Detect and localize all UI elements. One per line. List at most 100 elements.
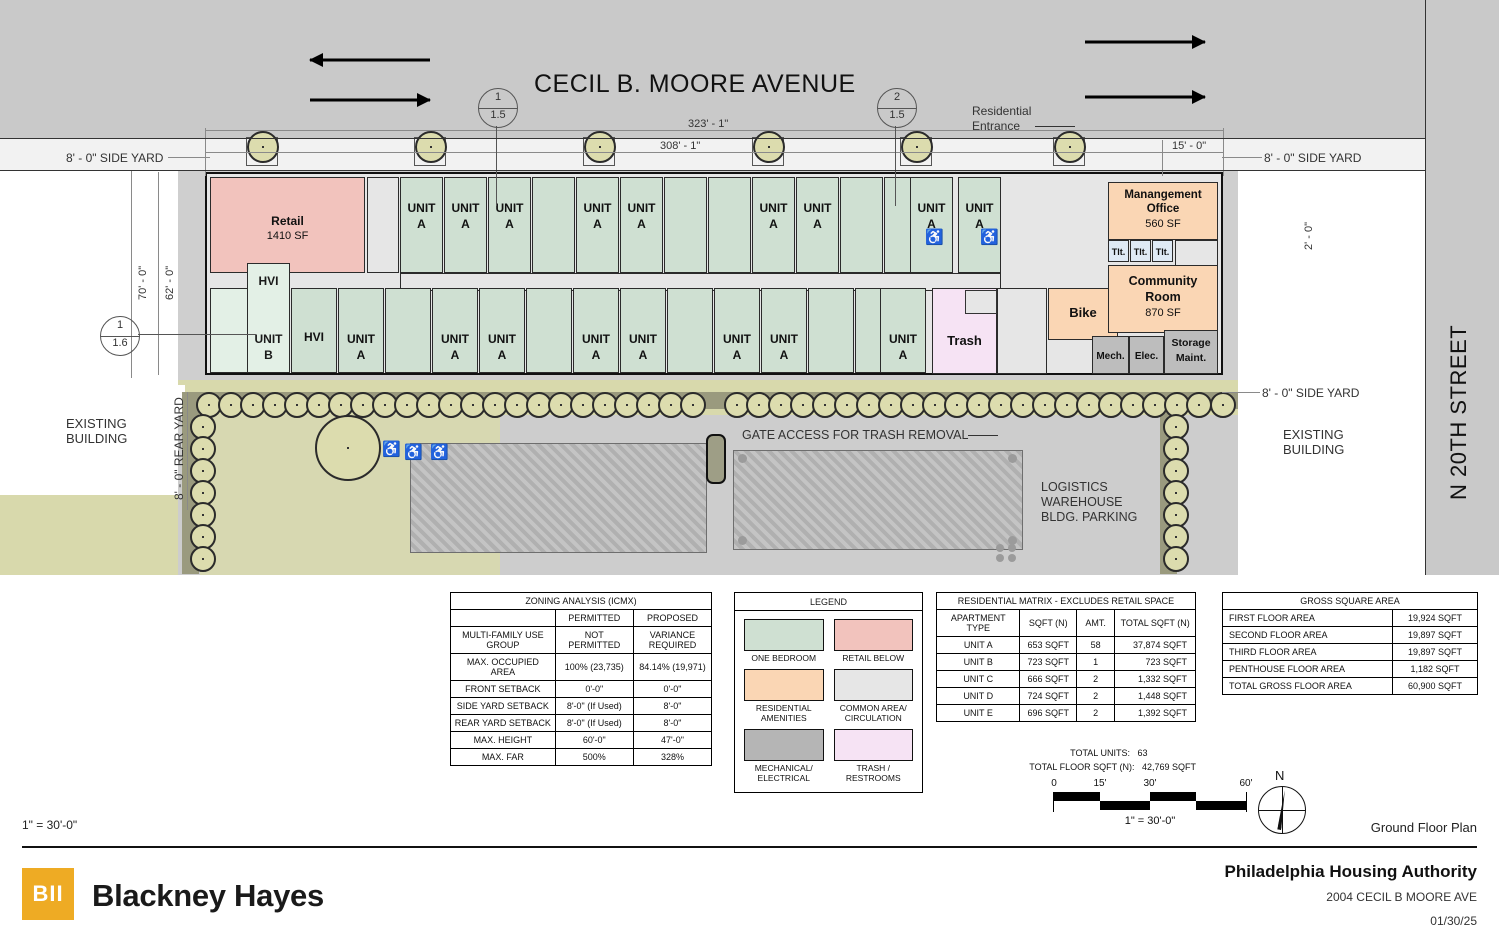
note-existing-building-left: EXISTING BUILDING: [66, 416, 127, 446]
landscape-tree: [680, 392, 706, 418]
stair-core-west: [367, 177, 399, 273]
table-row: MULTI-FAMILY USE GROUP NOT PERMITTED VAR…: [450, 626, 713, 654]
canopy-tree: [315, 415, 381, 481]
matrix-sqft: 696 SQFT: [1019, 704, 1078, 722]
scale-tick-0: 0: [1051, 778, 1057, 789]
client-name: Philadelphia Housing Authority: [1224, 862, 1478, 881]
unit-bottom-11: UNIT A: [761, 288, 807, 373]
legend-label: RETAIL BELOW: [842, 653, 905, 663]
matrix-col-type: APARTMENT TYPE: [935, 609, 1021, 637]
accessible-unit-symbol: ♿: [980, 229, 999, 246]
note-side-yard-right: 8' - 0" SIDE YARD: [1264, 151, 1362, 165]
matrix-type: UNIT D: [935, 687, 1021, 705]
unit-top-10: UNIT A: [796, 177, 839, 273]
street-tree: [753, 131, 785, 163]
legend-label: COMMON AREA/ CIRCULATION: [839, 703, 907, 723]
unit-top-9: UNIT A: [752, 177, 795, 273]
unit-label: UNIT: [495, 201, 524, 215]
unit-type: A: [898, 348, 908, 362]
table-row: PERMITTED PROPOSED: [450, 609, 713, 627]
table-row: UNIT B 723 SQFT 1 723 SQFT: [935, 653, 1196, 671]
matrix-total: 1,332 SQFT: [1114, 670, 1196, 688]
table-row: FRONT SETBACK 0'-0" 0'-0": [450, 680, 713, 698]
zoning-row-label: MAX. FAR: [450, 748, 556, 766]
unit-label: UNIT: [759, 201, 788, 215]
mech-label: Mech.: [1096, 351, 1125, 362]
callout-sheet: 1.6: [112, 337, 128, 349]
zoning-title: ZONING ANALYSIS (ICMX): [450, 592, 712, 610]
landscape-tree: [724, 392, 750, 418]
scale-tick-3: 60': [1239, 778, 1253, 789]
zoning-row-proposed: 8'-0": [632, 714, 713, 732]
parking-marker: [738, 454, 747, 463]
room-toilet-1: Tlt.: [1108, 240, 1129, 262]
table-row: MAX. OCCUPIED AREA 100% (23,735) 84.14% …: [450, 653, 713, 681]
scale-seg: [1053, 792, 1100, 801]
landscape-tree: [190, 546, 216, 572]
legend-title: LEGEND: [735, 593, 922, 611]
unit-type: B: [264, 348, 273, 362]
retail-area: 1410 SF: [266, 230, 309, 242]
kitchenette: [1175, 240, 1218, 266]
unit-bottom-9: [667, 288, 713, 373]
street-tree: [415, 131, 447, 163]
curb-line: [0, 170, 1425, 171]
hvi-label: HVI: [258, 274, 279, 288]
legend-item-one-bedroom: ONE BEDROOM: [744, 619, 824, 663]
callout-number: 1: [116, 319, 124, 331]
retail-label: Retail: [271, 214, 304, 228]
scale-bar-graphic: [1050, 792, 1250, 812]
note-gate-access: GATE ACCESS FOR TRASH REMOVAL: [742, 428, 969, 442]
zoning-row-permitted: 0'-0": [554, 680, 634, 698]
dim-line-top-outer: [205, 130, 1223, 131]
street-tree: [901, 131, 933, 163]
callout-sheet: 1.5: [490, 109, 506, 121]
unit-type: A: [461, 217, 470, 231]
unit-top-4: [532, 177, 575, 273]
room-community: Community Room 870 SF: [1108, 265, 1218, 333]
unit-bottom-6: [526, 288, 572, 373]
matrix-totals: TOTAL UNITS: 63 TOTAL FLOOR SQFT (N): 42…: [936, 748, 1196, 772]
side-yard-lower-leader: [1222, 392, 1260, 393]
room-toilet-3: Tlt.: [1152, 240, 1173, 262]
matrix-type: UNIT B: [935, 653, 1021, 671]
gross-label: SECOND FLOOR AREA: [1222, 626, 1393, 644]
dim-left-inner: 62' - 0": [164, 265, 176, 300]
dim-right-small: 2' - 0": [1303, 221, 1315, 250]
landscape-tree: [944, 392, 970, 418]
detail-callout-1[interactable]: 1 1.5: [478, 88, 518, 128]
unit-top-3: UNIT A: [488, 177, 531, 273]
detail-callout-3[interactable]: 1 1.6: [100, 316, 140, 356]
dim-top-inner: 308' - 1": [660, 140, 701, 152]
scale-end-tick: [1246, 792, 1247, 812]
elec-label: Elec.: [1134, 351, 1159, 362]
detail-callout-2[interactable]: 2 1.5: [877, 88, 917, 128]
accessible-unit-symbol: ♿: [925, 229, 944, 246]
gross-label: FIRST FLOOR AREA: [1222, 609, 1393, 627]
unit-type: A: [732, 348, 742, 362]
firm-name: Blackney Hayes: [92, 878, 324, 913]
unit-bottom-1: HVI: [291, 288, 337, 373]
table-row: ZONING ANALYSIS (ICMX): [450, 592, 712, 610]
storage-line2: Maint.: [1175, 352, 1207, 364]
unit-type: A: [356, 348, 366, 362]
scale-end-tick: [1053, 792, 1054, 812]
unit-label: UNIT: [451, 201, 480, 215]
unit-label: UNIT: [889, 332, 917, 346]
street-tree: [1054, 131, 1086, 163]
callout-number: 2: [893, 91, 901, 103]
management-line1: Manangement: [1124, 189, 1202, 201]
logistics-line1: LOGISTICS: [1041, 480, 1108, 494]
unit-bottom-5: UNIT A: [479, 288, 525, 373]
zoning-row-proposed: 328%: [632, 748, 713, 766]
legend-item-retail-below: RETAIL BELOW: [833, 619, 913, 663]
unit-type: A: [769, 217, 778, 231]
issue-date: 01/30/25: [1430, 914, 1477, 928]
legend-label: ONE BEDROOM: [751, 653, 817, 663]
matrix-amt: 58: [1076, 636, 1116, 654]
unit-top-1: UNIT A: [400, 177, 443, 273]
sheet-plan-title: Ground Floor Plan: [1370, 820, 1477, 835]
scale-seg: [1196, 801, 1247, 810]
zoning-row-proposed: 47'-0": [632, 731, 713, 749]
sheet-scale-note: 1" = 30'-0": [22, 818, 78, 832]
